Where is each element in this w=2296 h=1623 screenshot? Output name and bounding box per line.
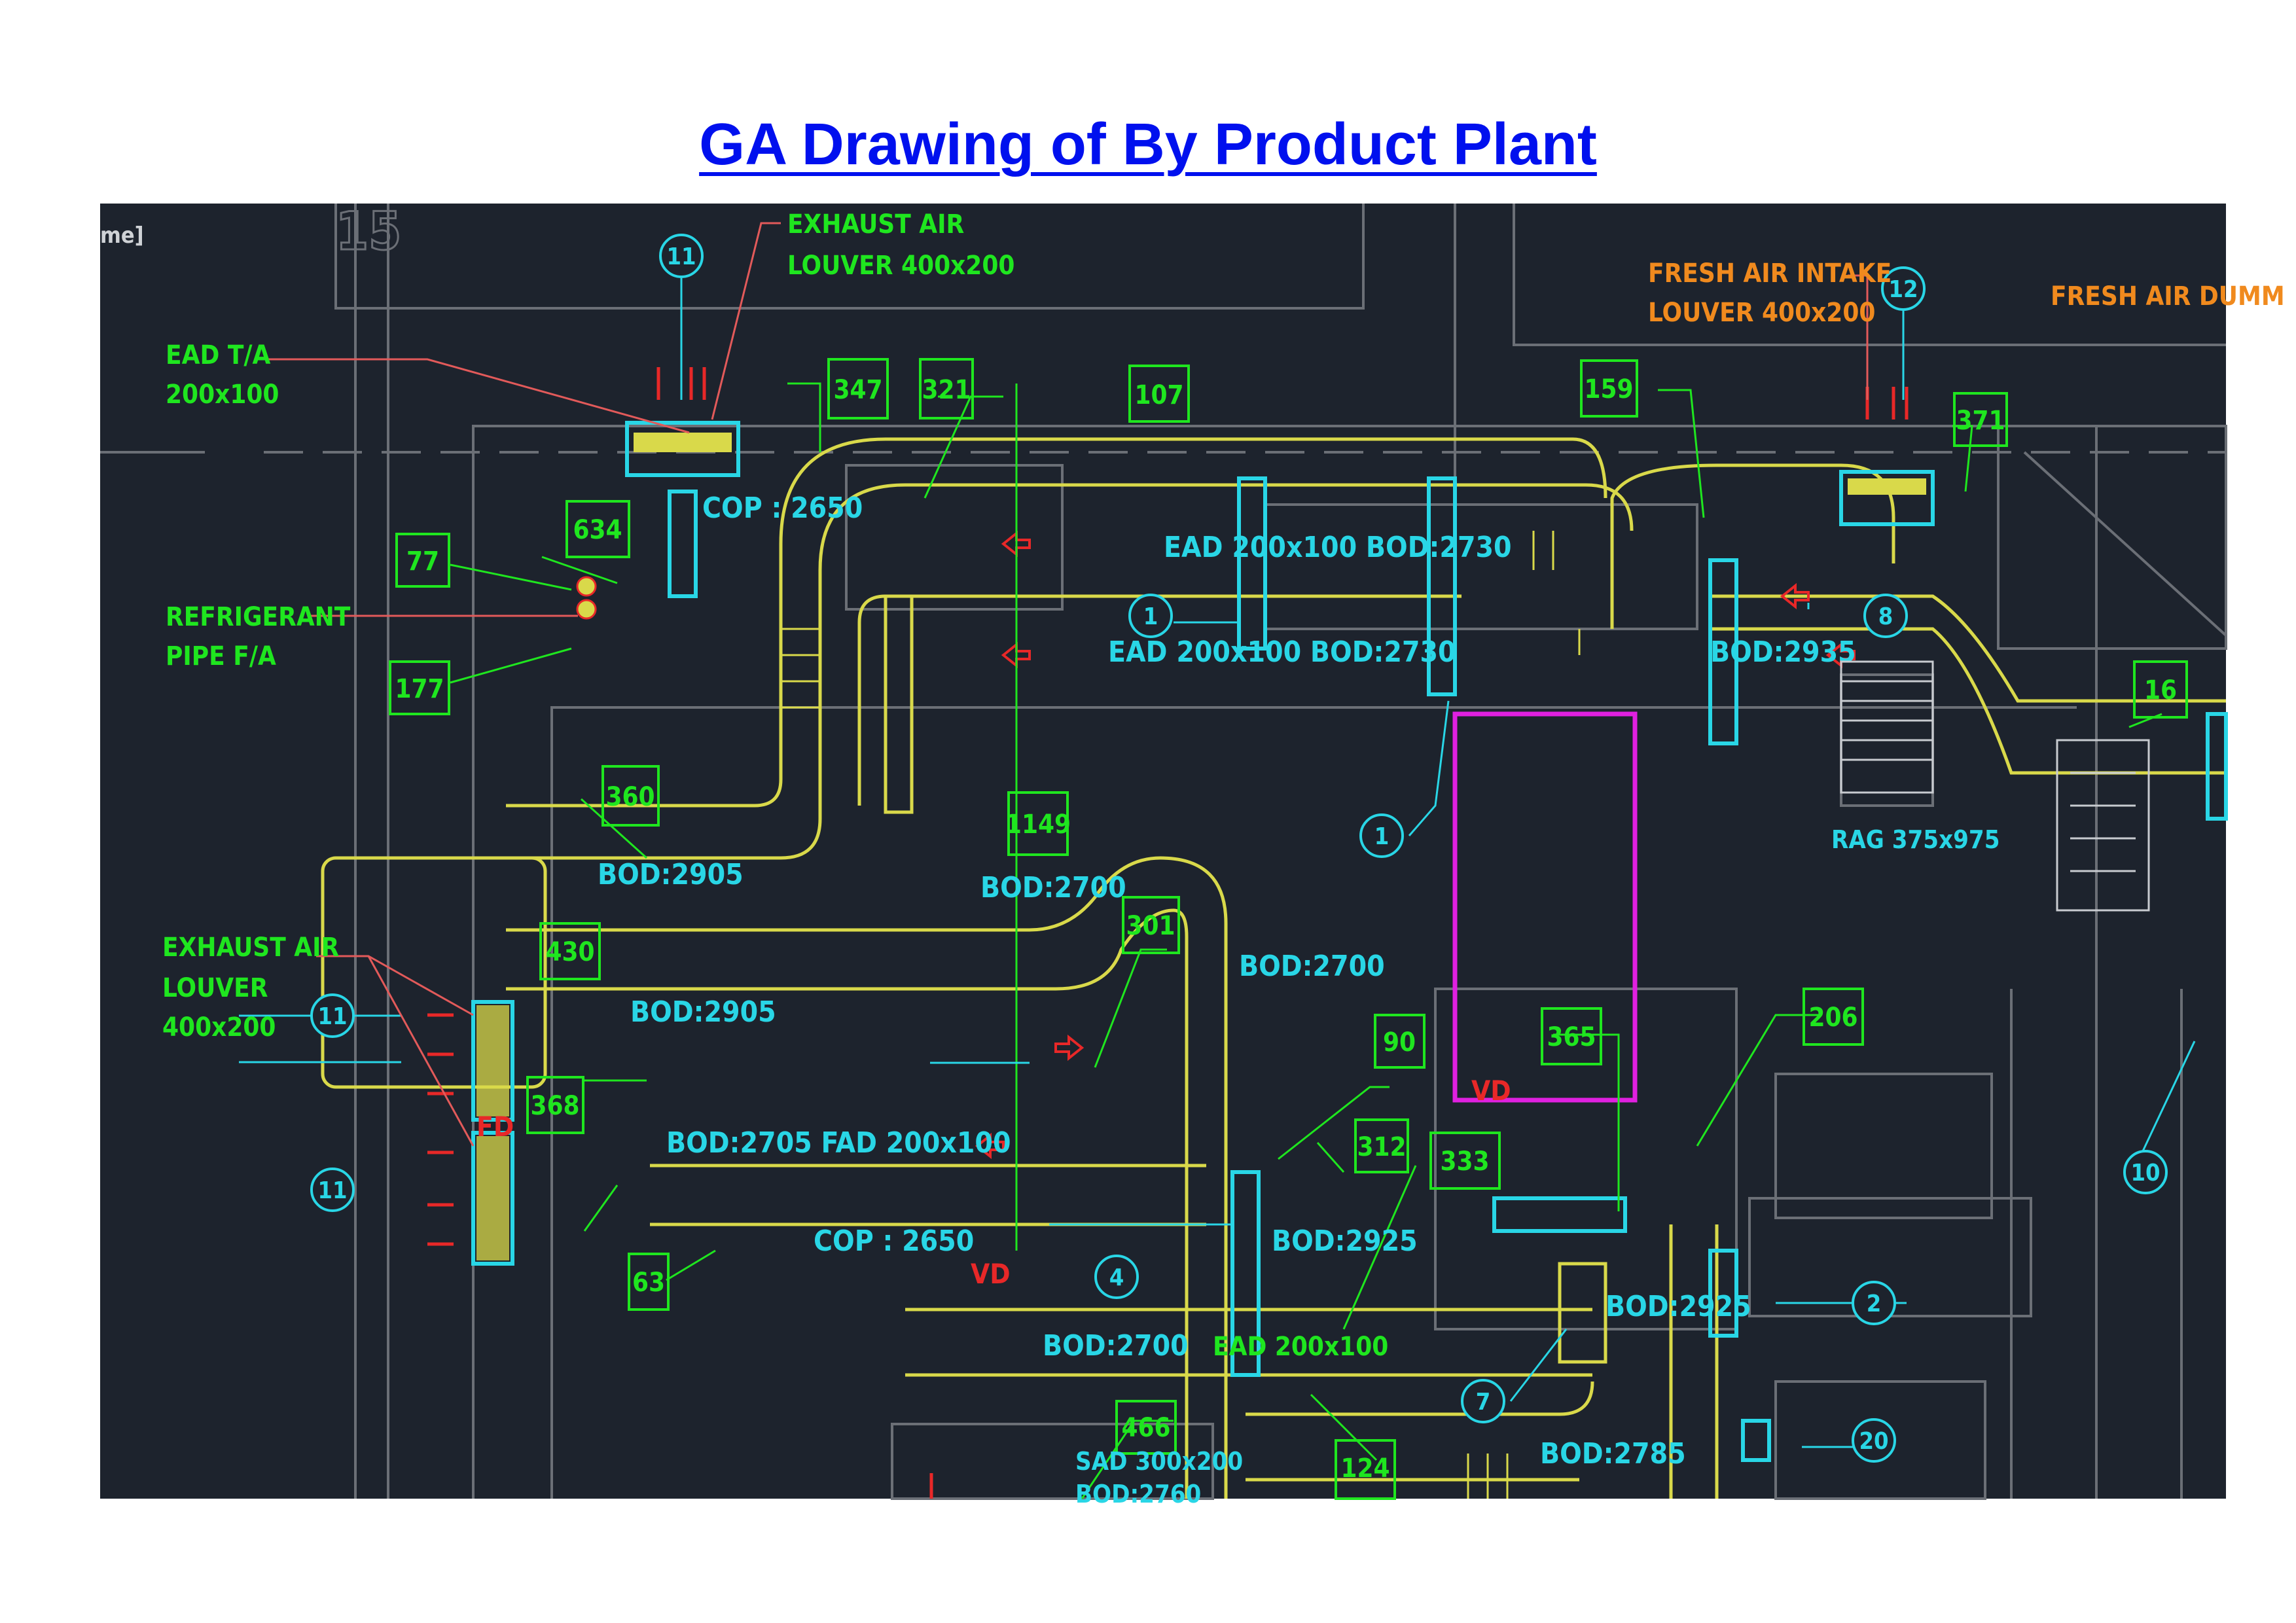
right-panel — [2056, 739, 2150, 912]
balloon-20: 20 — [1859, 1428, 1888, 1455]
bod-2785-label: BOD:2785 — [1540, 1437, 1686, 1471]
bod-2935-label: BOD:2935 — [1710, 635, 1856, 669]
tag-333: 333 — [1440, 1147, 1489, 1177]
tag-90: 90 — [1383, 1027, 1416, 1058]
tag-206: 206 — [1808, 1003, 1857, 1033]
tag-159: 159 — [1584, 374, 1633, 404]
balloon-11-left-b: 11 — [317, 1177, 347, 1204]
bod-2905-b-label: BOD:2905 — [630, 995, 776, 1029]
refrigerant-1: REFRIGERANT — [166, 602, 351, 632]
tag-boxes — [389, 358, 2188, 1500]
duct-runs — [321, 437, 2226, 1499]
balloon-7: 7 — [1476, 1389, 1491, 1416]
tag-371: 371 — [1956, 406, 2005, 436]
rag-grille — [1840, 660, 1934, 794]
tag-347: 347 — [833, 375, 882, 405]
bod-2700-c-label: BOD:2700 — [1043, 1329, 1189, 1363]
ead-mid-label: EAD 200x100 BOD:2730 — [1108, 635, 1456, 669]
balloon-8: 8 — [1878, 603, 1893, 630]
cop-top-label: COP : 2650 — [702, 491, 863, 525]
balloon-12: 12 — [1888, 276, 1918, 303]
tag-107: 107 — [1134, 380, 1183, 410]
cop-bottom-label: COP : 2650 — [814, 1224, 974, 1258]
balloon-1-a: 1 — [1143, 603, 1158, 630]
tag-1149: 1149 — [1005, 810, 1071, 840]
tag-177: 177 — [395, 674, 444, 704]
balloon-10: 10 — [2130, 1160, 2160, 1186]
ead-ta-2: 200x100 — [166, 380, 279, 410]
bod-2705-label: BOD:2705 FAD 200x100 — [666, 1126, 1011, 1160]
louver-fill — [476, 433, 1926, 1260]
vd-marker-2: VD — [971, 1258, 1011, 1290]
flow-direction-icons — [975, 530, 1856, 1160]
exhaust-louver-left-3: 400x200 — [162, 1012, 276, 1043]
fresh-air-intake-2: LOUVER 400x200 — [1648, 298, 1875, 328]
rag-label: RAG 375x975 — [1831, 825, 2000, 854]
exhaust-louver-left-2: LOUVER — [162, 973, 268, 1003]
tag-360: 360 — [605, 782, 655, 812]
tag-430: 430 — [545, 937, 594, 967]
fresh-air-dummy: FRESH AIR DUMM — [2051, 281, 2285, 312]
tag-321: 321 — [922, 375, 971, 405]
tag-16: 16 — [2144, 675, 2177, 705]
bod-2925-b-label: BOD:2925 — [1605, 1290, 1751, 1323]
tag-124: 124 — [1340, 1454, 1390, 1484]
balloon-texts: 11 12 1 1 8 11 11 10 4 7 2 20 — [317, 243, 2160, 1455]
tag-77: 77 — [406, 546, 439, 577]
ead-top-label: EAD 200x100 BOD:2730 — [1164, 531, 1512, 564]
ahu-outline — [1452, 711, 1638, 1103]
bod-2700-b-label: BOD:2700 — [1239, 950, 1385, 983]
sad-label-1: SAD 300x200 — [1075, 1447, 1243, 1476]
bod-2905-a-label: BOD:2905 — [598, 858, 744, 891]
balloons — [310, 234, 2168, 1463]
duct-hatching — [781, 531, 1581, 1499]
cyan-equipment — [471, 421, 2228, 1462]
tag-63: 63 — [632, 1268, 665, 1298]
tag-368: 368 — [530, 1091, 579, 1121]
hvac-layout: me] 15 — [100, 200, 2285, 1508]
balloon-2: 2 — [1867, 1291, 1882, 1317]
tag-301: 301 — [1126, 911, 1175, 941]
sad-label-2: BOD:2760 — [1075, 1480, 1201, 1508]
grid-ref: 15 — [336, 201, 401, 262]
vd-marker: VD — [1471, 1075, 1511, 1107]
tag-634: 634 — [573, 515, 622, 545]
fd-marker: FD — [476, 1111, 514, 1143]
ead-bottom-label: EAD 200x100 — [1213, 1332, 1388, 1362]
cad-drawing: me] 15 — [100, 200, 2285, 1508]
bod-2700-a-label: BOD:2700 — [980, 871, 1126, 904]
balloon-11-left-a: 11 — [317, 1003, 347, 1030]
page-title: GA Drawing of By Product Plant — [699, 112, 1597, 177]
exhaust-louver-left-1: EXHAUST AIR — [162, 933, 339, 963]
tag-312: 312 — [1357, 1132, 1406, 1162]
balloon-4: 4 — [1109, 1264, 1124, 1291]
leader-lines — [450, 382, 2162, 1499]
exhaust-louver-top-2: LOUVER 400x200 — [787, 251, 1014, 281]
corner-text: me] — [100, 223, 144, 249]
balloon-11-top: 11 — [666, 243, 696, 270]
damper-markers: FD VD VD — [476, 1075, 1511, 1290]
duct-labels: COP : 2650 EAD 200x100 BOD:2730 EAD 200x… — [598, 491, 1856, 1471]
equipment-labels: RAG 375x975 — [1831, 825, 2000, 854]
refrigerant-2: PIPE F/A — [166, 641, 276, 671]
bod-2925-a-label: BOD:2925 — [1272, 1224, 1418, 1258]
exhaust-louver-top-1: EXHAUST AIR — [787, 209, 964, 240]
airflow-arrows — [427, 367, 1909, 1499]
refrigerant-markers — [576, 576, 597, 620]
ead-ta-1: EAD T/A — [166, 340, 271, 370]
tag-365: 365 — [1547, 1022, 1596, 1052]
pointer-lines — [264, 222, 1869, 1147]
orange-labels: FRESH AIR INTAKE LOUVER 400x200 FRESH AI… — [1648, 259, 2285, 328]
tag-466: 466 — [1121, 1413, 1170, 1443]
tag-texts: 347 321 107 159 371 634 77 177 360 1149 … — [395, 374, 2177, 1484]
annotation-labels: EXHAUST AIR LOUVER 400x200 EAD T/A 200x1… — [162, 209, 1014, 1043]
balloon-1-b: 1 — [1374, 823, 1390, 850]
fresh-air-intake-1: FRESH AIR INTAKE — [1648, 259, 1892, 289]
sad-labels: SAD 300x200 BOD:2760 — [1075, 1447, 1243, 1508]
